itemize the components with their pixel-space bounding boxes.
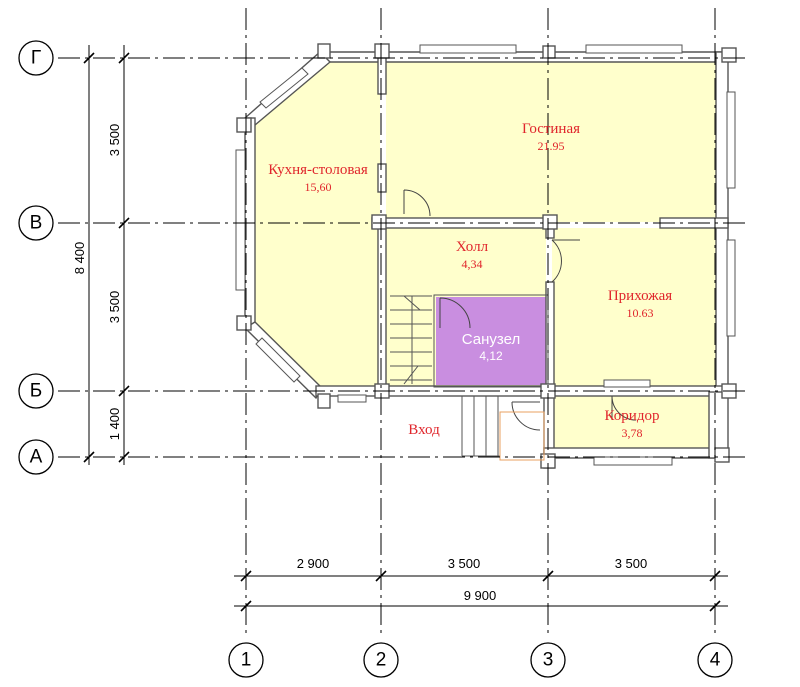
axis-label-row-g: Г [31, 48, 41, 69]
room-living-area: 21.95 [538, 139, 565, 153]
node-axis3-top [542, 45, 556, 59]
floor-fills [255, 62, 716, 448]
axis-bubble-col-2 [363, 642, 399, 678]
room-living-name: Гостиная [522, 121, 580, 137]
dim-horizontal-seg-2: 3 500 [448, 556, 481, 571]
dim-vertical-seg-1: 3 500 [107, 124, 122, 157]
dim-horizontal-seg-3: 3 500 [615, 556, 648, 571]
entrance-label: Вход [408, 422, 440, 438]
node-bay-left-bot [236, 315, 252, 331]
axis-bubble-col-4 [697, 642, 733, 678]
room-labels: Кухня-столовая 15,60 Гостиная 21.95 Холл… [268, 121, 672, 440]
axis-label-row-b: Б [30, 381, 42, 402]
axis-label-col-1: 1 [241, 650, 252, 671]
dim-tick-h5 [240, 600, 252, 612]
dim-tick-h2 [375, 570, 387, 582]
axis-lines [58, 8, 745, 638]
axis-bubble-row-a [18, 439, 54, 475]
stair-porch [461, 395, 500, 457]
wall-axis3-low [545, 281, 555, 397]
axis-label-row-v: В [30, 213, 43, 234]
axis-label-row-a: А [30, 447, 43, 468]
dim-tick-h4 [709, 570, 721, 582]
door-front [511, 401, 541, 431]
room-corridor-name: Коридор [605, 408, 660, 424]
horizontal-dimensions: 2 900 3 500 3 500 9 900 [234, 556, 728, 612]
axis-bubble-row-b [18, 373, 54, 409]
dim-horizontal-seg-1: 2 900 [297, 556, 330, 571]
window-top-1 [419, 44, 517, 54]
stair-hall [390, 295, 432, 385]
node-bay-top [317, 43, 331, 59]
entry-floor [552, 228, 716, 388]
room-entry-name: Прихожая [608, 288, 672, 304]
bathroom-floor [436, 297, 546, 385]
living-floor [386, 62, 716, 222]
window-corridor [593, 456, 673, 466]
room-entry-area: 10.63 [627, 306, 654, 320]
dim-vertical-seg-2: 3 500 [107, 291, 122, 324]
corridor-floor [552, 396, 709, 448]
dim-tick-s4 [118, 451, 130, 463]
window-bay-bot [255, 337, 301, 383]
axis-bubble-row-v [18, 205, 54, 241]
axis-bubble-col-1 [228, 642, 264, 678]
kitchen-floor [255, 62, 380, 388]
door-kitchen [403, 189, 431, 217]
node-bay-left-top [236, 117, 252, 133]
door-bathroom [439, 297, 471, 329]
dim-tick-t2 [83, 451, 95, 463]
axis-label-col-2: 2 [376, 650, 387, 671]
node-axis4-a [714, 447, 730, 463]
wall-axis2-low [377, 217, 387, 397]
dim-tick-s3 [118, 385, 130, 397]
node-bay-bot [317, 393, 331, 409]
room-hall-area: 4,34 [462, 257, 483, 271]
room-bathroom-name: Санузел [462, 331, 520, 348]
node-axis2-v [371, 214, 387, 230]
dim-tick-h3 [542, 570, 554, 582]
dim-tick-s1 [118, 52, 130, 64]
axis-label-col-4: 4 [710, 650, 721, 671]
axis-bubbles: Г В Б А 1 2 3 4 [18, 40, 733, 678]
window-right [726, 91, 736, 189]
window-bottom-left [337, 394, 367, 403]
stairs [390, 295, 545, 461]
axis-label-col-3: 3 [543, 650, 554, 671]
door-corridor [611, 395, 637, 421]
dim-tick-h1 [240, 570, 252, 582]
room-corridor-area: 3,78 [622, 426, 643, 440]
window-top-2 [585, 44, 683, 54]
room-kitchen-name: Кухня-столовая [268, 162, 368, 178]
window-entry-bottom [603, 379, 651, 388]
windows [235, 44, 736, 466]
door-entry [551, 239, 580, 283]
room-bathroom-area: 4,12 [479, 349, 503, 363]
node-axis2-top [374, 43, 390, 59]
node-axis3-v [542, 214, 558, 230]
room-hall-name: Холл [456, 239, 489, 255]
axis-bubble-col-3 [530, 642, 566, 678]
dim-tick-t1 [83, 52, 95, 64]
doors [403, 189, 637, 431]
vertical-dimensions: 8 400 3 500 3 500 1 400 [72, 45, 130, 465]
dim-vertical-total: 8 400 [72, 242, 87, 275]
axis-bubble-row-g [18, 40, 54, 76]
wall-axis2-mid [377, 163, 387, 193]
dim-horizontal-total: 9 900 [464, 588, 497, 603]
dim-vertical-seg-3: 1 400 [107, 408, 122, 441]
window-bay-top [259, 67, 309, 109]
window-right-2 [726, 239, 736, 337]
porch-outline [499, 411, 545, 461]
dim-tick-s2 [118, 217, 130, 229]
dim-tick-h6 [709, 600, 721, 612]
room-kitchen-area: 15,60 [305, 180, 332, 194]
node-axis4-top [721, 47, 737, 63]
window-left [235, 149, 246, 291]
